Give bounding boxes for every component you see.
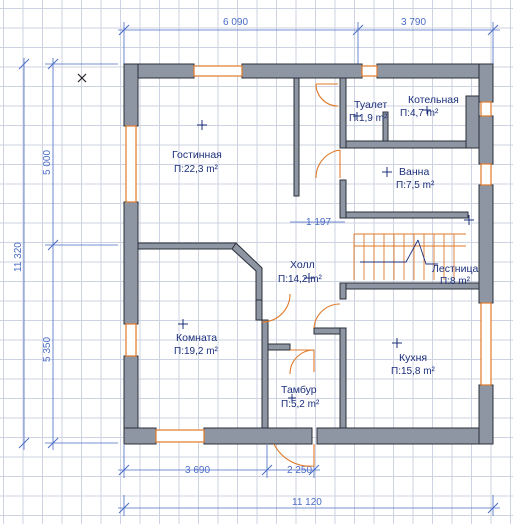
- room-name: Ванна: [399, 166, 429, 178]
- room-bedroom: Комната П:19,2 m²: [174, 319, 219, 357]
- room-name: Туалет: [354, 99, 387, 111]
- dim-left-lower: 5 350: [42, 337, 53, 362]
- room-hall: Холл П:14,2 m²: [278, 259, 323, 285]
- room-kitchen: Кухня П:15,8 m²: [391, 338, 436, 377]
- room-area: П:19,2 m²: [174, 346, 219, 357]
- room-area: П:14,2 m²: [278, 274, 323, 285]
- window-toilet-top: [361, 65, 378, 77]
- dim-bottom-left: 3 690: [185, 465, 210, 476]
- room-area: П:15,8 m²: [391, 366, 436, 377]
- dim-left-total: 11 320: [13, 242, 24, 272]
- room-area: П:22,3 m²: [174, 164, 219, 175]
- room-name: Котельная: [408, 94, 459, 106]
- room-name: Холл: [290, 259, 315, 271]
- windows: [125, 65, 492, 443]
- doors: [261, 83, 341, 467]
- window-bath-right: [480, 163, 492, 186]
- room-area: П:5,2 m²: [281, 399, 320, 410]
- exterior-walls: [123, 63, 494, 445]
- interior-walls: [137, 77, 480, 429]
- room-area: П:8 m²: [440, 276, 471, 287]
- window-living-top: [193, 65, 243, 77]
- window-room-left: [125, 323, 137, 357]
- window-living-left: [125, 125, 137, 203]
- room-boiler: Котельная П:4,7 m²: [400, 94, 459, 119]
- room-area: П:1,9 m²: [349, 113, 388, 124]
- dim-left-upper: 5 000: [42, 150, 53, 175]
- room-toilet: Туалет П:1,9 m²: [349, 99, 388, 124]
- room-bath: Ванна П:7,5 m²: [382, 166, 435, 191]
- window-boiler-right: [480, 101, 492, 117]
- room-area: П:7,5 m²: [396, 180, 435, 191]
- room-name: Лестница: [432, 263, 478, 275]
- dim-bottom-door: 2 250: [287, 465, 312, 476]
- window-room-bottom: [155, 429, 205, 443]
- origin-cross-icon: [77, 73, 87, 83]
- dim-top-right: 3 790: [401, 17, 426, 28]
- room-name: Тамбур: [281, 384, 317, 396]
- dim-inner-hall: 1 197: [306, 217, 331, 228]
- dim-top-left: 6 090: [223, 17, 248, 28]
- room-name: Гостинная: [172, 149, 222, 161]
- window-kitchen-right: [480, 302, 492, 386]
- dimension-lines: [18, 22, 500, 516]
- room-vestibule: Тамбур П:5,2 m²: [281, 384, 320, 410]
- staircase: [353, 233, 466, 280]
- room-name: Кухня: [399, 352, 427, 364]
- room-living: Гостинная П:22,3 m²: [172, 120, 222, 175]
- room-stairs: Лестница П:8 m²: [432, 215, 478, 287]
- room-area: П:4,7 m²: [400, 108, 439, 119]
- room-name: Комната: [176, 332, 217, 344]
- dim-bottom-total: 11 120: [292, 497, 322, 508]
